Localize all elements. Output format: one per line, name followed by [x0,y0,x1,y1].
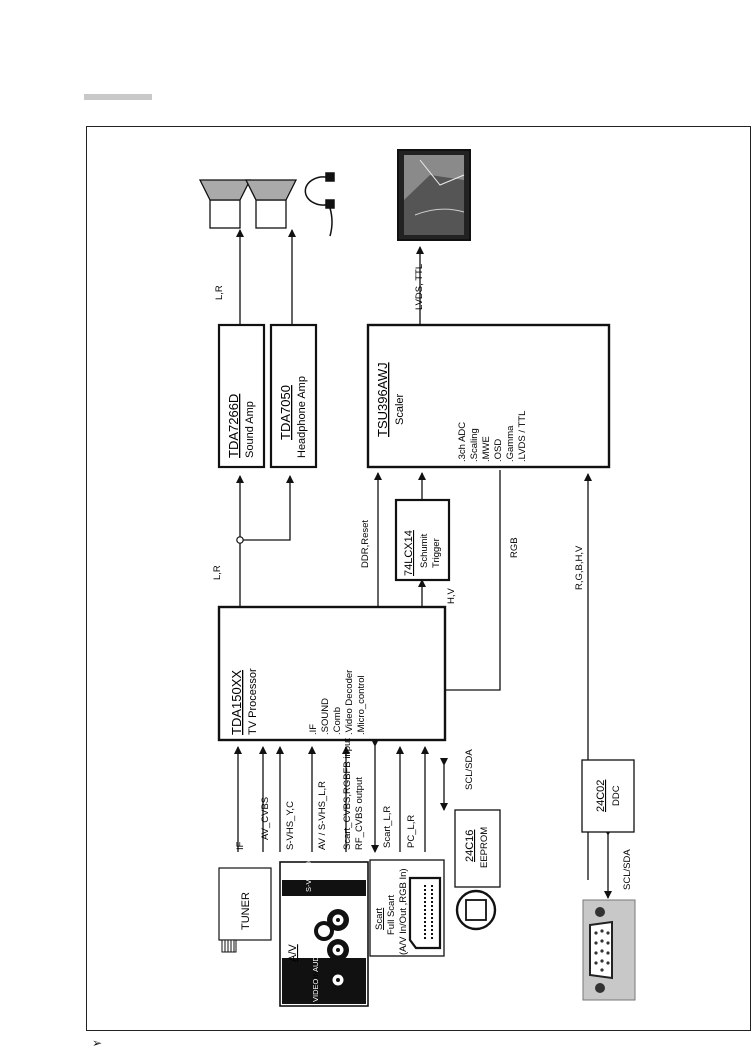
sound-amp-chip: TDA7266D [226,394,241,458]
tv-feature-0: .IF [308,724,319,735]
tv-feature-2: .Comb [332,707,343,735]
header-bar [84,94,152,100]
scaler-feature-3: .OSD [493,439,504,462]
ddc-box [581,759,635,833]
sig-if: IF [235,841,246,850]
headphone-amp-chip: TDA7050 [278,385,293,440]
sig-ddr-reset: DDR,Reset [360,520,371,568]
scaler-box [366,323,611,469]
lr-branch-line [240,475,294,541]
ddc-chip: 24C02 [595,780,607,812]
sig-scart-cvbs-2: RF_CVBS output [354,777,365,850]
sound-amp-box [217,323,266,469]
sig-scl-sda-bottom: SCL/SDA [622,849,633,890]
sig-rgb: RGB [509,537,520,558]
tuner-label: TUNER [240,892,252,930]
schmitt-trigger-box [394,498,451,582]
rgb-line [445,470,501,691]
sig-scart-lr: Scart_L,R [382,806,393,848]
av-video-label: VIDEO [311,978,320,1002]
scaler-chip: TSU396AWJ [375,362,390,437]
scart-connector [408,876,442,950]
sig-svhs-yc: S-VHS_Y,C [285,801,296,850]
av-in-label: AV IN [311,971,320,990]
headphone-icon [304,172,335,237]
headphone-amp-box [269,323,318,469]
diagram-frame [86,126,751,1031]
scaler-feature-5: .LVDS / TTL [517,411,528,462]
scaler-label: Scaler [394,393,406,425]
speaker-icons [198,179,298,229]
tuner-connector [221,939,237,953]
scart-line2: Full Scart [386,895,397,935]
sig-rgbhv: R,G,B,H,V [574,545,585,590]
tv-feature-3: .Video Decoder [344,670,355,735]
scaler-feature-0: .3ch ADC [457,422,468,462]
sig-lr-in: L,R [212,565,223,580]
scart-line3: (A/V In/Out ,RGB In) [398,868,409,955]
sig-scart-cvbs-1: Scart_CVBS,RGBFB input [342,738,353,850]
schmitt-label-2: Trigger [431,538,442,568]
vga-connector [582,899,636,1001]
sig-lvds-ttl: LVDS, TTL [414,264,425,310]
sig-lr-out: L,R [214,285,225,300]
headphone-amp-label: Headphone Amp [296,376,308,458]
sig-pc-lr: PC_L,R [406,815,417,848]
eeprom-box [454,809,501,888]
sig-av-svhs-lr: AV / S-VHS_L,R [317,781,328,850]
av-title: A/V [287,944,299,962]
schmitt-label-1: Schumit [419,533,430,568]
eeprom-chip: 24C16 [464,830,476,862]
sig-av-cvbs: AV_CVBS [260,797,271,840]
sig-hv: H,V [446,588,457,605]
tv-processor-box [217,605,447,742]
junction-dot [236,536,244,544]
ddc-label: DDC [611,785,622,806]
eeprom-label: EEPROM [479,827,490,868]
tv-processor-chip: TDA150XX [229,670,244,735]
round-chip [455,889,497,931]
scaler-feature-1: .Scaling [469,428,480,462]
scaler-feature-4: .Gamma [505,425,516,462]
tv-processor-label: TV Processor [247,668,259,735]
tuner-box [218,867,272,941]
footer-mark: ➢ [92,1036,103,1050]
av-audio-label: AUDIO [311,948,320,972]
av-panel-details [282,880,366,1004]
schmitt-chip: 74LCX14 [403,530,415,576]
tv-feature-1: .SOUND [320,698,331,735]
tv-feature-4: .Micro_control [356,675,367,735]
scaler-feature-2: .MWE [481,436,492,462]
lcd-panel [397,149,471,241]
scart-line1: Scart [374,907,385,930]
av-svideo-label: S-VIDEO IN [304,852,313,892]
sound-amp-label: Sound Amp [244,401,256,458]
sig-scl-sda-top: SCL/SDA [464,749,475,790]
